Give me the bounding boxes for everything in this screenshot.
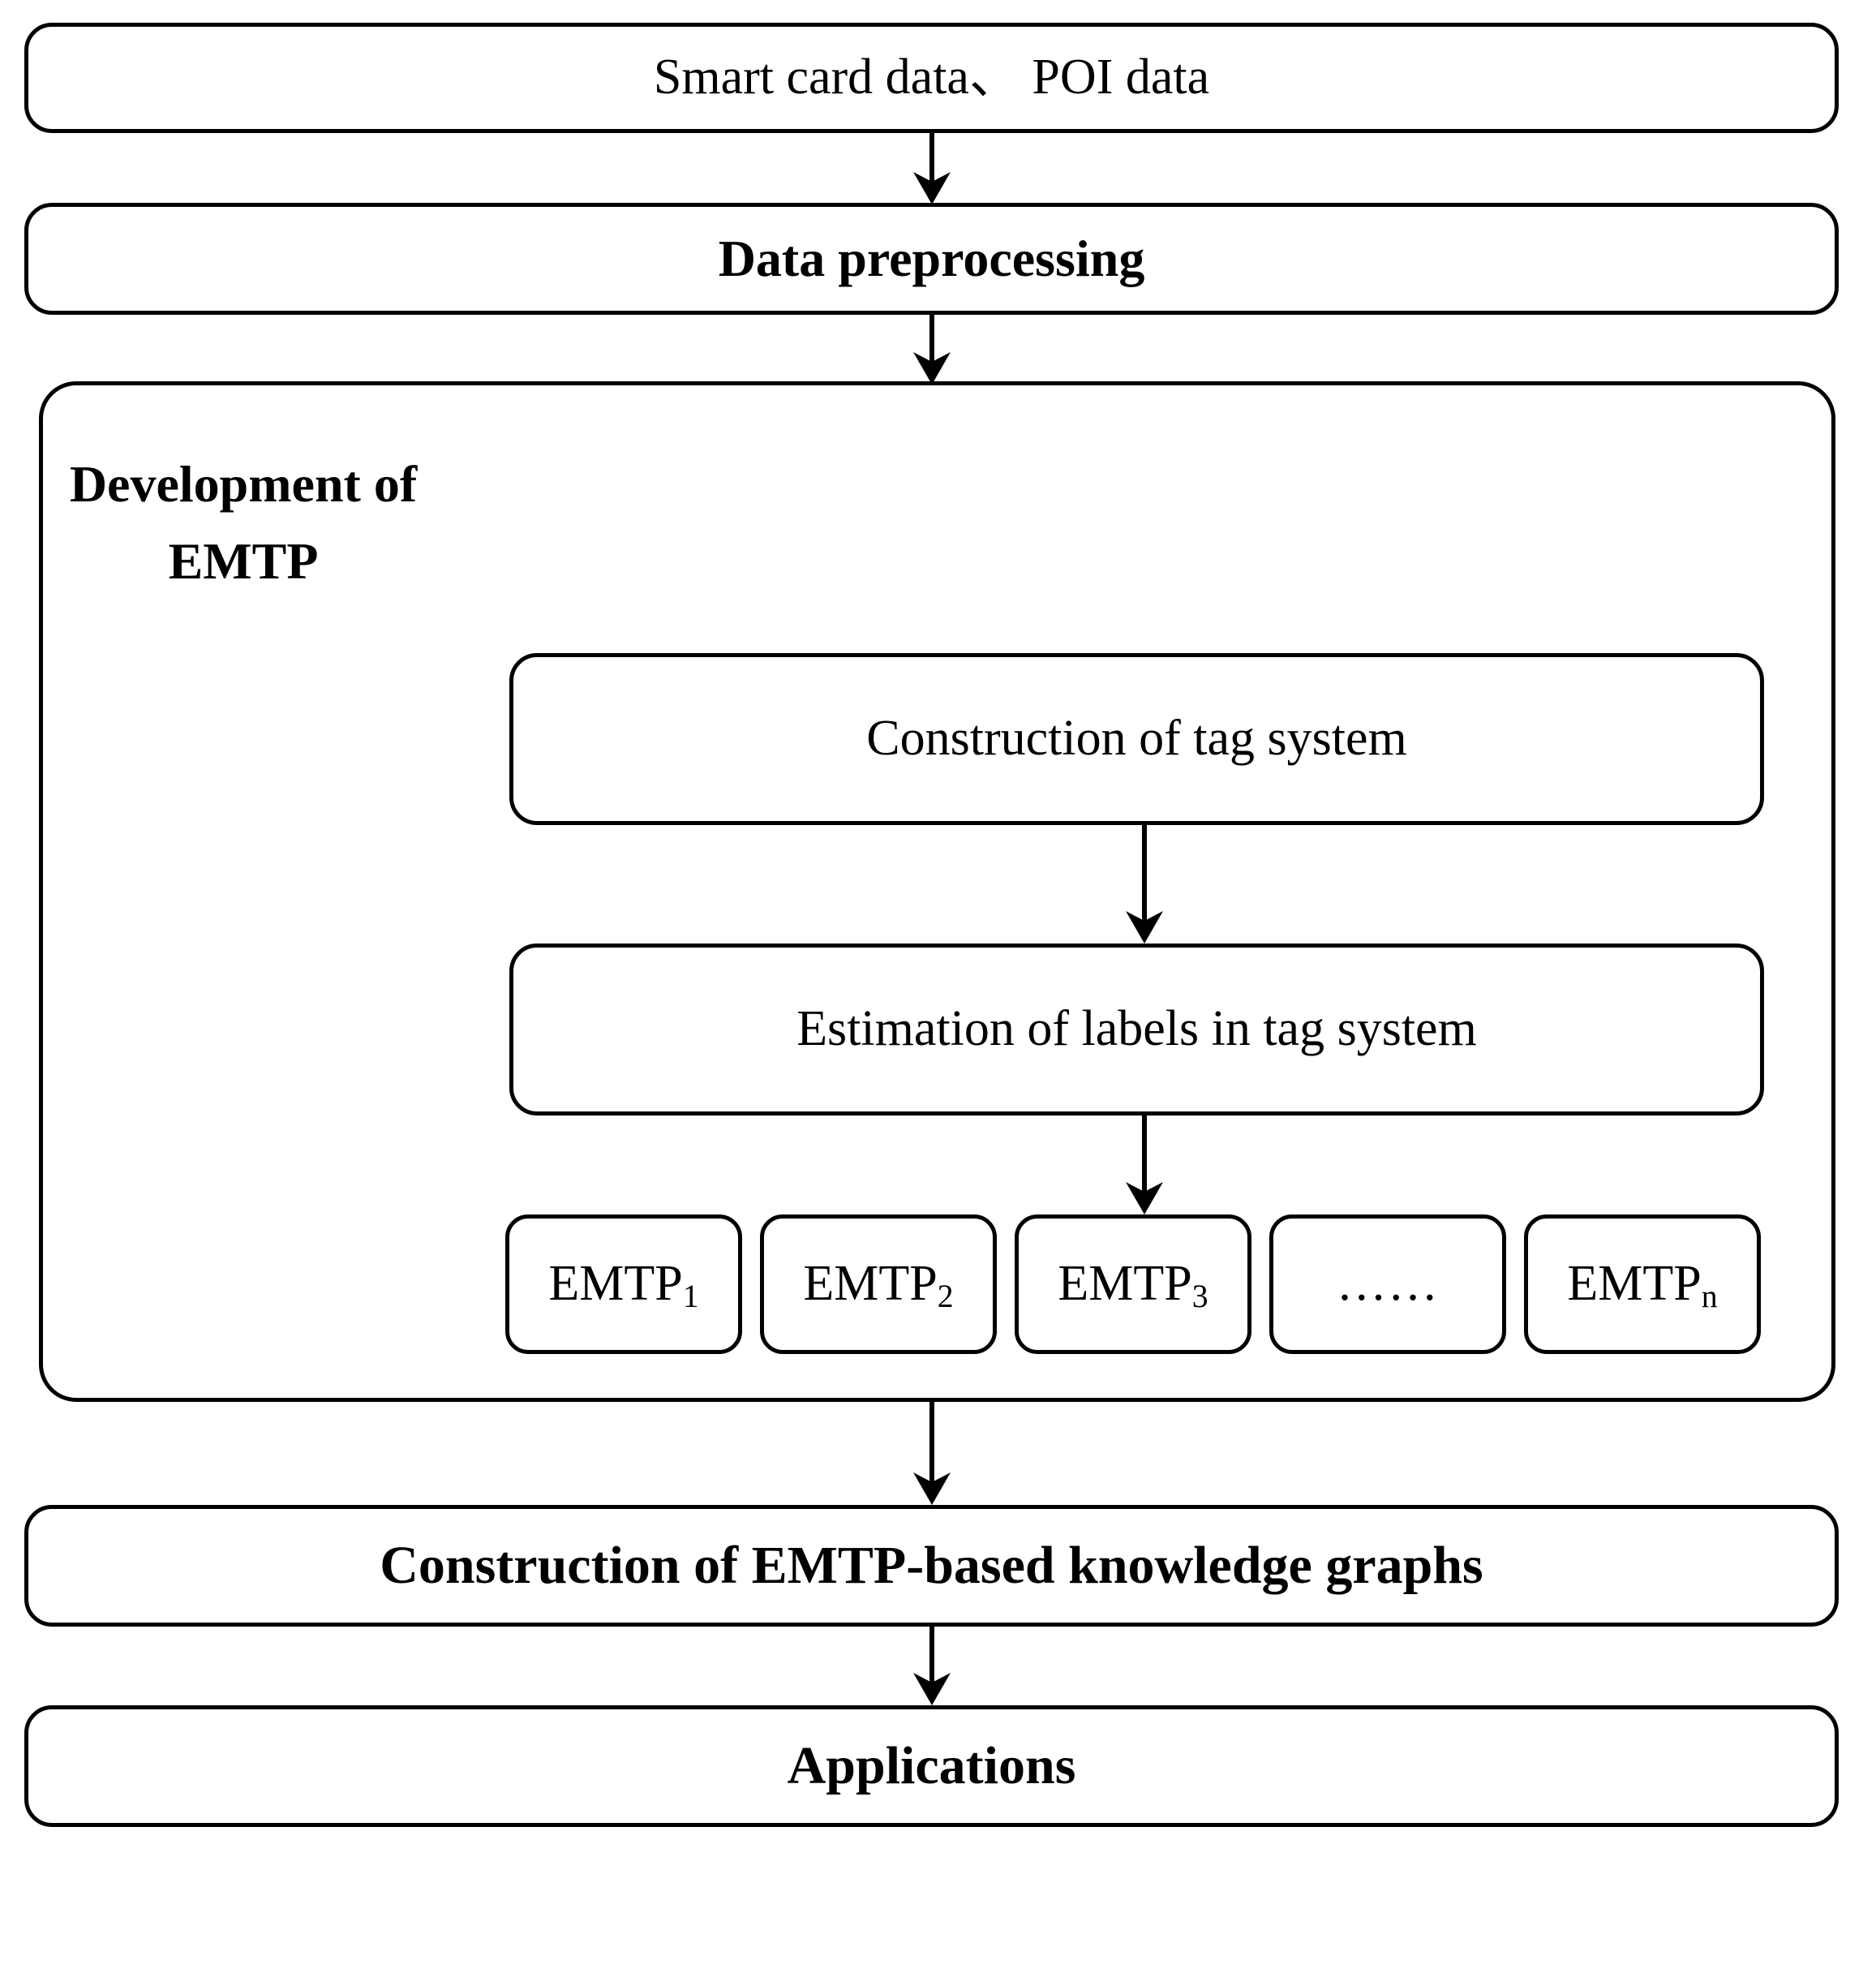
node-applications: Applications	[24, 1705, 1839, 1827]
node-construction-of-tag-system-label: Construction of tag system	[866, 711, 1407, 767]
arrow-knowledge-graphs-to-applications	[899, 1627, 965, 1705]
node-source-data: Smart card data、 POI data	[24, 23, 1839, 133]
arrow-source-to-preprocessing	[899, 133, 965, 204]
node-data-preprocessing-label: Data preprocessing	[718, 230, 1145, 288]
node-applications-label: Applications	[787, 1736, 1076, 1796]
chip-emtp-2: EMTP2	[760, 1214, 997, 1354]
node-estimation-of-labels-label: Estimation of labels in tag system	[796, 1001, 1477, 1057]
node-data-preprocessing: Data preprocessing	[24, 203, 1839, 315]
chip-emtp-3: EMTP3	[1015, 1214, 1251, 1354]
emtp-development-group-label: Development of EMTP	[69, 455, 418, 590]
chip-emtp-ellipsis: ……	[1269, 1214, 1506, 1354]
arrow-preprocessing-to-emtp	[899, 315, 965, 385]
chip-emtp-n-label: EMTPn	[1567, 1256, 1718, 1314]
chip-emtp-ellipsis-label: ……	[1336, 1256, 1440, 1312]
node-estimation-of-labels: Estimation of labels in tag system	[509, 944, 1764, 1116]
node-knowledge-graphs-label: Construction of EMTP-based knowledge gra…	[380, 1536, 1483, 1596]
node-construction-of-tag-system: Construction of tag system	[509, 653, 1764, 825]
node-knowledge-graphs: Construction of EMTP-based knowledge gra…	[24, 1505, 1839, 1627]
chip-emtp-1-label: EMTP1	[548, 1256, 699, 1314]
node-source-data-label: Smart card data、 POI data	[653, 49, 1210, 105]
chip-emtp-3-label: EMTP3	[1058, 1256, 1208, 1314]
chip-emtp-n: EMTPn	[1524, 1214, 1761, 1354]
chip-emtp-2-label: EMTP2	[803, 1256, 954, 1314]
chip-emtp-1: EMTP1	[505, 1214, 742, 1354]
arrow-emtp-to-knowledge-graphs	[899, 1402, 965, 1505]
